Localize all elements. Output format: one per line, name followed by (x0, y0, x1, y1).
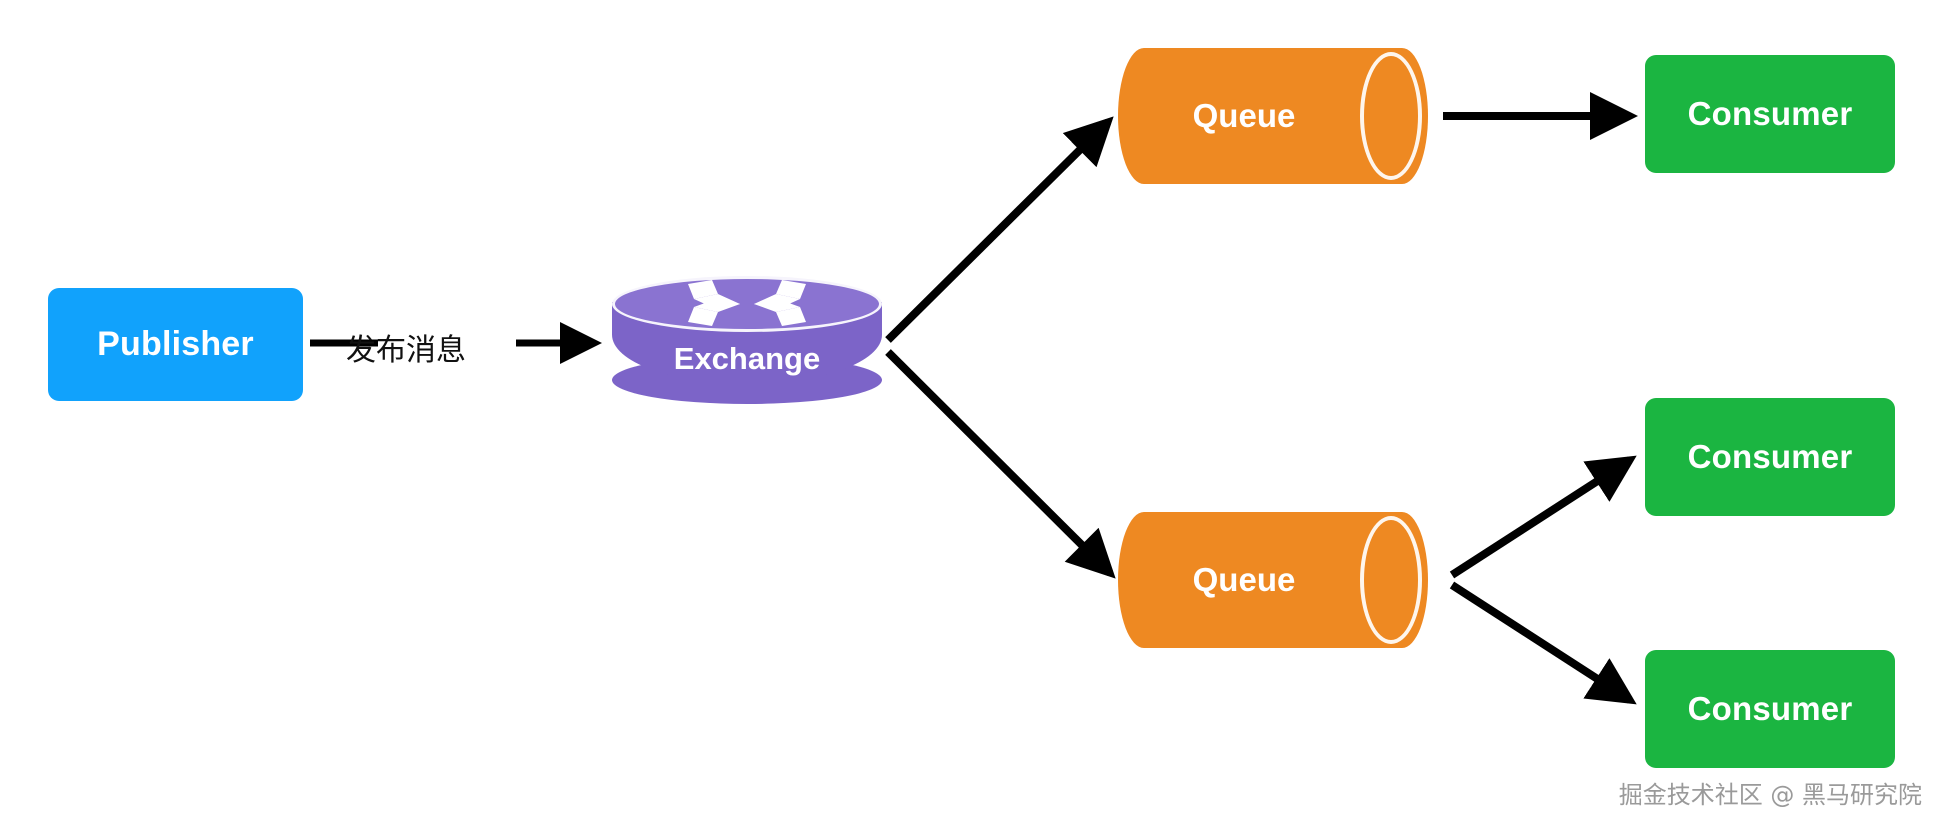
node-consumer-1[interactable]: Consumer (1645, 55, 1895, 173)
node-queue-1[interactable]: Queue (1118, 48, 1428, 184)
node-exchange[interactable]: Exchange (612, 276, 882, 404)
edge-queue-2-to-consumer-2 (1449, 455, 1637, 579)
node-consumer-2-label: Consumer (1687, 438, 1853, 475)
edge-label-publish-message: 发布消息 (346, 333, 466, 368)
exchange-router-icon (688, 280, 806, 326)
node-exchange-label: Exchange (673, 341, 821, 376)
queue-2-end-cap (1360, 516, 1422, 644)
node-queue-1-label: Queue (1192, 97, 1296, 134)
watermark: 掘金技术社区 @ 黑马研究院 (1618, 781, 1922, 809)
queue-1-end-cap (1360, 52, 1422, 180)
edge-exchange-to-queue-2 (885, 349, 1116, 579)
node-consumer-3-label: Consumer (1687, 690, 1853, 727)
node-publisher[interactable]: Publisher (48, 288, 303, 401)
exchange-top-ellipse (612, 276, 882, 332)
node-queue-2-label: Queue (1192, 561, 1296, 598)
edge-exchange-to-queue-1 (885, 116, 1114, 343)
node-consumer-1-label: Consumer (1687, 95, 1853, 132)
node-consumer-2[interactable]: Consumer (1645, 398, 1895, 516)
node-queue-2[interactable]: Queue (1118, 512, 1428, 648)
node-consumer-3[interactable]: Consumer (1645, 650, 1895, 768)
node-publisher-label: Publisher (97, 325, 254, 363)
edge-queue-2-to-consumer-3 (1449, 581, 1637, 705)
